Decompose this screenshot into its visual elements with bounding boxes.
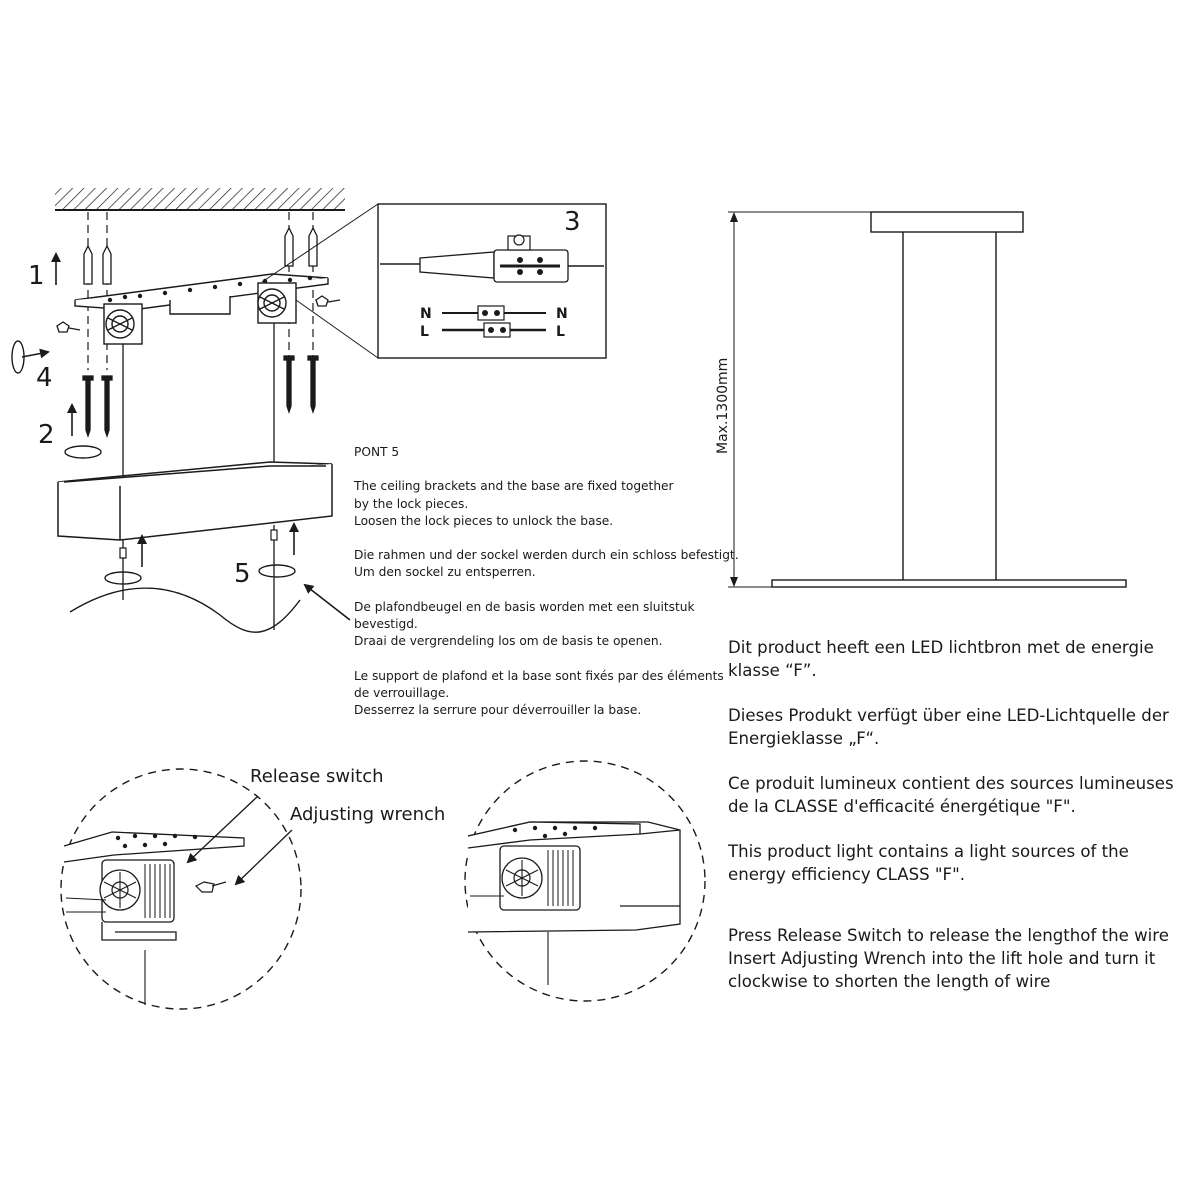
wiring-detail-box (261, 203, 607, 359)
neutral-left-label: N (420, 306, 432, 322)
energy-text-de: Dieses Produkt verfügt über eine LED-Lic… (728, 706, 1169, 748)
wire-clamp-icon (119, 529, 278, 559)
point5-text-block: PONT 5 The ceiling brackets and the base… (354, 444, 754, 737)
wall-plug-icon (83, 226, 318, 285)
power-cable (69, 587, 301, 633)
lock-piece-icon (56, 295, 341, 333)
point5-title: PONT 5 (354, 445, 400, 459)
energy-text-nl: Dit product heeft een LED lichtbron met … (728, 638, 1154, 680)
wire-adjust-instructions: Press Release Switch to release the leng… (728, 926, 1169, 991)
point5-text-fr: Le support de plafond et la base sont fi… (354, 668, 724, 718)
ceiling-bracket (74, 273, 329, 345)
lamp-body (57, 461, 333, 541)
direction-arrows (21, 252, 351, 621)
assembled-base-detail (464, 760, 706, 1002)
point5-text-en: The ceiling brackets and the base are fi… (354, 479, 674, 528)
point5-text-de: Die rahmen und der sockel werden durch e… (354, 548, 739, 580)
height-dimension-label: Max.1300mm (715, 358, 731, 454)
neutral-right-label: N (556, 306, 568, 322)
dimension-drawing (728, 211, 1127, 588)
live-left-label: L (420, 324, 429, 340)
point5-text-nl: De plafondbeugel en de basis worden met … (354, 599, 695, 649)
energy-text-fr: Ce produit lumineux contient des sources… (728, 774, 1174, 816)
adjusting-wrench-label: Adjusting wrench (290, 804, 445, 825)
release-switch-label: Release switch (250, 766, 384, 787)
step-1-label: 1 (28, 261, 45, 291)
step-4-label: 4 (36, 363, 53, 393)
step-5-label: 5 (234, 559, 251, 589)
rotate-arrow-icon (11, 340, 296, 585)
live-right-label: L (556, 324, 565, 340)
screw-icon (82, 355, 319, 439)
energy-text-en: This product light contains a light sour… (728, 842, 1129, 884)
step-3-label: 3 (564, 207, 581, 237)
release-switch-detail (60, 768, 302, 1010)
ceiling (55, 188, 345, 211)
energy-text-block: Dit product heeft een LED lichtbron met … (728, 636, 1188, 1015)
step-2-label: 2 (38, 420, 55, 450)
